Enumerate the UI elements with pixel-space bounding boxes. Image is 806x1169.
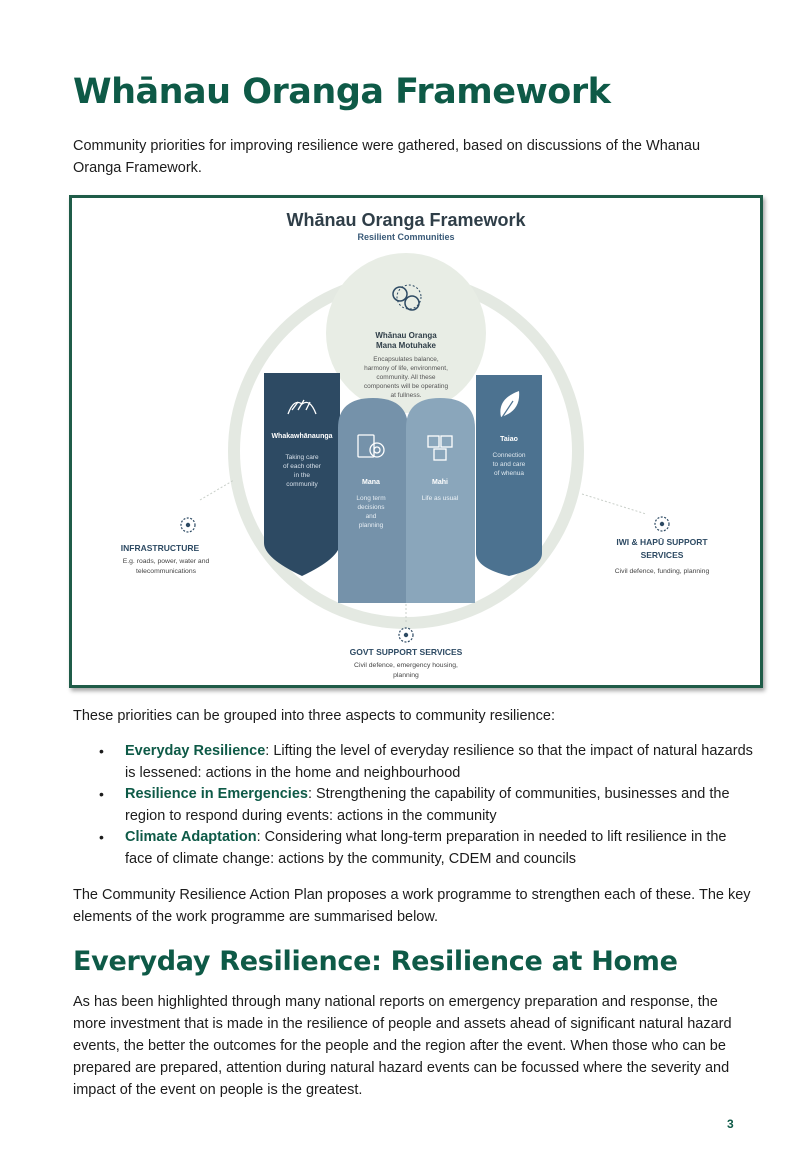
aspect-text: : Strengthening the capability of commun… (125, 786, 730, 824)
hands-icon (287, 399, 317, 415)
page-title: Whānau Oranga Framework (73, 72, 611, 112)
support-desc-infrastructure-1: E.g. roads, power, water and (123, 558, 210, 565)
pillar-label-whakawhanaunga: Whakawhānaunga (271, 433, 332, 440)
pillar-desc-mana-3: and (366, 513, 377, 520)
pillar-desc-mana-4: planning (359, 522, 384, 529)
framework-figure: Whānau Oranga Framework Resilient Commun… (69, 195, 763, 688)
section-heading: Everyday Resilience: Resilience at Home (73, 946, 678, 977)
pillar-desc-mana-2: decisions (357, 504, 385, 511)
figure-subtitle: Resilient Communities (357, 232, 454, 242)
pillar-desc-whakawhanaunga-2: of each other (283, 463, 322, 470)
intro-paragraph: Community priorities for improving resil… (73, 138, 701, 176)
pillar-desc-taiao-2: to and care (493, 461, 526, 468)
list-item: • Climate Adaptation: Considering what l… (73, 827, 753, 870)
govt-node-icon (398, 627, 414, 643)
puzzle-icon (427, 435, 453, 461)
bullet-icon: • (99, 743, 104, 759)
leaf-icon (500, 391, 520, 420)
pillar-desc-whakawhanaunga-3: in the (294, 472, 310, 479)
pillar-desc-mahi-1: Life as usual (422, 495, 459, 502)
pillar-taiao (476, 375, 542, 576)
bullet-icon: • (99, 829, 104, 845)
centre-desc-3: community. All these (376, 374, 436, 381)
support-desc-govt-1: Civil defence, emergency housing, (354, 662, 458, 669)
infrastructure-node-icon (180, 517, 196, 533)
support-label-govt: GOVT SUPPORT SERVICES (350, 647, 463, 657)
aspect-term: Everyday Resilience (125, 743, 266, 759)
framework-diagram: Whānau Oranga Framework Resilient Commun… (121, 210, 710, 679)
support-label-iwi-1: IWI & HAPŪ SUPPORT (616, 537, 708, 547)
connector-right (581, 493, 647, 515)
iwi-node-icon (654, 516, 670, 532)
pillar-desc-taiao-1: Connection (493, 452, 526, 459)
target-icon (357, 434, 385, 458)
bullet-icon: • (99, 786, 104, 802)
page-number: 3 (727, 1117, 734, 1131)
balance-icon (392, 284, 422, 311)
pillar-label-taiao: Taiao (500, 436, 518, 443)
centre-desc-4: components will be operating (364, 383, 449, 390)
pillar-mana (338, 398, 408, 603)
centre-desc-2: harmony of life, environment, (364, 365, 448, 372)
pillar-label-mahi: Mahi (432, 479, 448, 486)
aspect-text: : Considering what long-term preparation… (125, 829, 727, 867)
list-item: • Resilience in Emergencies: Strengtheni… (73, 784, 753, 827)
support-desc-infrastructure-2: telecommunications (136, 568, 197, 575)
pillar-desc-mana-1: Long term (356, 495, 385, 502)
centre-desc-1: Encapsulates balance, (373, 356, 439, 363)
support-desc-govt-2: planning (393, 672, 419, 679)
section-body: As has been highlighted through many nat… (73, 994, 732, 1098)
support-desc-iwi-1: Civil defence, funding, planning (615, 568, 710, 575)
pillar-desc-whakawhanaunga-4: community (286, 481, 318, 488)
centre-heading-1: Whānau Oranga (375, 331, 437, 340)
pillar-mahi (406, 398, 475, 603)
aspects-list: • Everyday Resilience: Lifting the level… (73, 741, 753, 870)
plan-paragraph: The Community Resilience Action Plan pro… (73, 887, 751, 925)
support-label-iwi-2: SERVICES (641, 550, 684, 560)
list-item: • Everyday Resilience: Lifting the level… (73, 741, 753, 784)
aspect-text: : Lifting the level of everyday resilien… (125, 743, 753, 781)
figure-title: Whānau Oranga Framework (286, 210, 526, 230)
pillar-label-mana: Mana (362, 479, 380, 486)
pillar-desc-whakawhanaunga-1: Taking care (285, 454, 319, 461)
connector-left (199, 479, 235, 501)
pillar-desc-taiao-3: of whenua (494, 470, 524, 477)
support-label-infrastructure: INFRASTRUCTURE (121, 543, 200, 553)
grouped-intro: These priorities can be grouped into thr… (73, 708, 555, 724)
aspect-term: Climate Adaptation (125, 829, 257, 845)
centre-heading-2: Mana Motuhake (376, 341, 437, 350)
centre-circle (326, 253, 486, 413)
centre-desc-5: at fullness. (390, 392, 421, 399)
pillar-whakawhanaunga (264, 373, 340, 576)
aspect-term: Resilience in Emergencies (125, 786, 308, 802)
